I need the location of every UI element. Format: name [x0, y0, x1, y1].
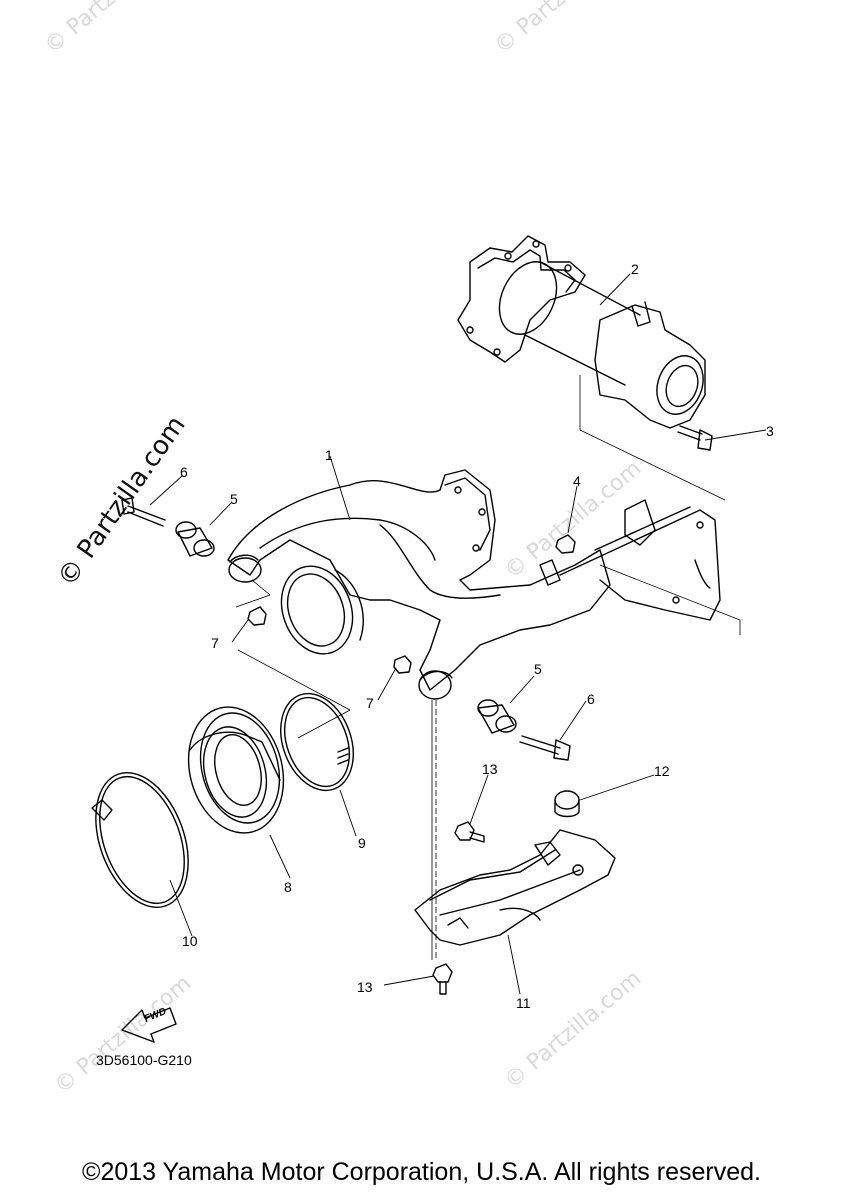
callout-8: 8 [284, 879, 292, 895]
callout-10: 10 [182, 933, 198, 949]
pivot-bolt-upper [121, 497, 166, 527]
callout-11: 11 [516, 995, 531, 1011]
callout-6-upper: 6 [180, 464, 188, 480]
callout-3: 3 [766, 423, 774, 439]
callout-13-upper: 13 [482, 761, 498, 777]
rubber-damper [554, 790, 580, 818]
callout-4: 4 [573, 473, 581, 489]
diagram-code: 3D56100-G210 [96, 1052, 192, 1068]
screw-upper [454, 821, 485, 843]
reference-lines [235, 375, 741, 960]
rubber-boot [187, 706, 285, 834]
leader-lines [149, 273, 767, 995]
nut-part-7-upper [247, 606, 267, 626]
nut-part-7-lower [393, 655, 412, 674]
bushing-upper [175, 521, 215, 557]
callout-7-lower: 7 [366, 695, 374, 711]
callout-9: 9 [358, 835, 366, 851]
spring-clamp [280, 692, 354, 792]
callout-5-upper: 5 [230, 491, 238, 507]
swing-arm [227, 469, 721, 700]
skid-plate [414, 829, 616, 946]
bushing-lower [477, 699, 517, 734]
axle-housing [457, 235, 706, 429]
forward-arrow-icon [121, 1007, 177, 1043]
screw-lower [432, 963, 453, 995]
callout-13-lower: 13 [357, 979, 373, 995]
axle-bolt [677, 425, 713, 451]
callout-6-lower: 6 [587, 691, 595, 707]
copyright-notice: ©2013 Yamaha Motor Corporation, U.S.A. A… [82, 1158, 761, 1186]
callout-2: 2 [631, 261, 639, 277]
nut-part-4 [555, 534, 576, 554]
callout-1: 1 [325, 447, 333, 463]
callout-5-lower: 5 [534, 661, 542, 677]
pivot-bolt-lower [519, 735, 571, 761]
callout-12: 12 [654, 763, 670, 779]
large-band-clamp [91, 771, 189, 909]
callout-7-upper: 7 [211, 635, 219, 651]
